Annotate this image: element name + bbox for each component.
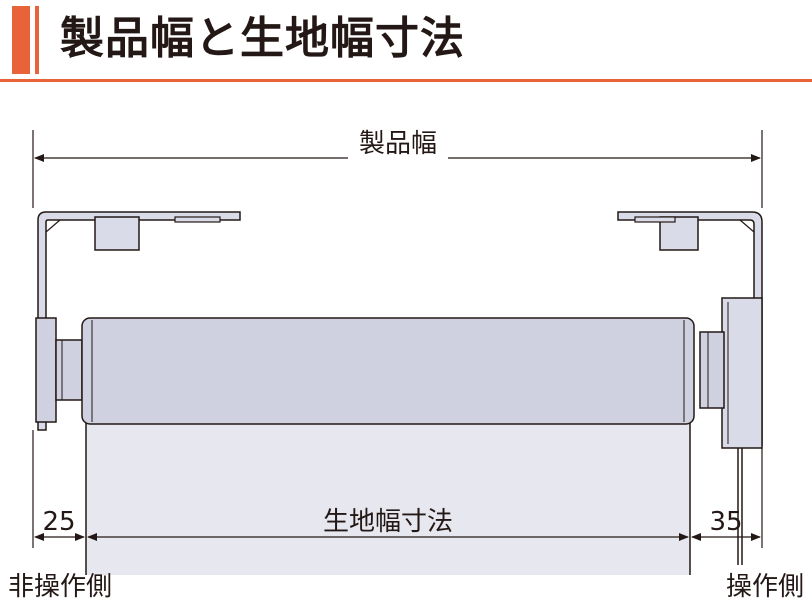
right-clearance-label: 35 [709, 507, 742, 537]
title-underline [0, 79, 812, 82]
left-clearance-label: 25 [42, 507, 75, 537]
roller-tube [81, 317, 695, 425]
left-end-collar [55, 339, 83, 401]
title-accent-line [35, 6, 39, 74]
left-end-cap [35, 317, 57, 423]
left-bracket [37, 211, 241, 431]
operation-side-label: 操作側 [726, 572, 804, 602]
title-bar: 製品幅と生地幅寸法 [0, 0, 812, 82]
right-clip-tab [634, 216, 676, 223]
title-accent-bar [12, 6, 30, 74]
left-clip-block [94, 216, 140, 251]
right-bracket-fold [739, 219, 755, 233]
non-operation-side-label: 非操作側 [8, 572, 112, 602]
product-width-label: 製品幅 [359, 129, 437, 159]
product-width-label-bg [348, 130, 448, 170]
fabric-width-label: 生地幅寸法 [323, 507, 453, 537]
page-title: 製品幅と生地幅寸法 [60, 13, 465, 64]
left-bracket-fold [45, 219, 61, 233]
left-clip-tab [174, 216, 221, 223]
right-clutch-collar [699, 331, 725, 409]
fabric-panel [86, 415, 690, 575]
